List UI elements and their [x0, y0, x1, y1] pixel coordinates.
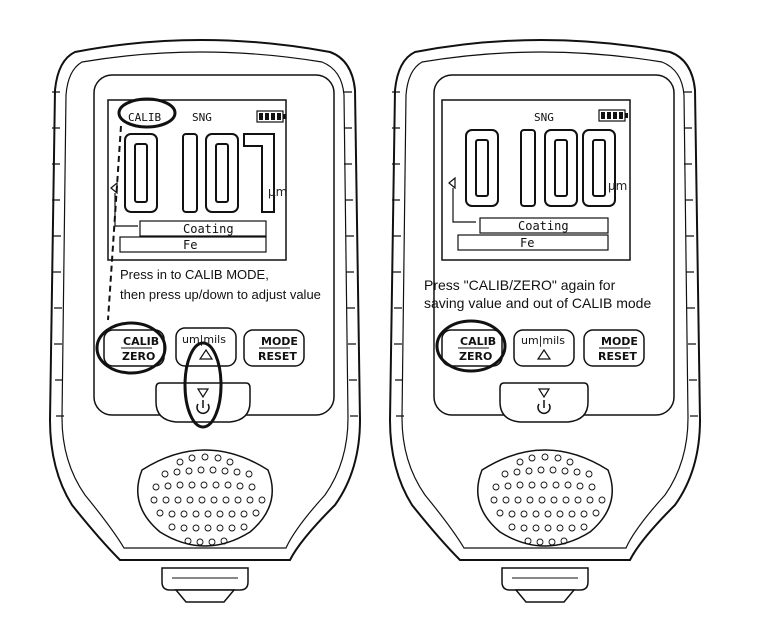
- units-up-button[interactable]: um|mils: [513, 329, 575, 367]
- down-triangle-icon: [537, 388, 551, 399]
- reading-unit: µm: [608, 179, 627, 193]
- highlight-calib-status: [117, 97, 177, 129]
- battery-icon: [598, 109, 628, 122]
- coating-label: Coating: [518, 219, 569, 233]
- calib-label: CALIB: [460, 335, 496, 348]
- instruction-line2: then press up/down to adjust value: [120, 287, 321, 302]
- power-icon: [537, 400, 551, 414]
- instruction-line1: Press "CALIB/ZERO" again for: [424, 277, 616, 293]
- substrate-label: Fe: [520, 236, 534, 250]
- coating-box: [139, 220, 267, 237]
- substrate-label: Fe: [183, 238, 197, 252]
- calib-label: CALIB: [123, 335, 159, 348]
- reading-display: [465, 129, 616, 207]
- units-up-button[interactable]: um|mils: [175, 327, 237, 367]
- up-triangle-icon: [198, 348, 214, 360]
- right-device: SNG 0100 µm Coating Fe Press "CALIB/ZERO…: [389, 39, 701, 603]
- status-channel: SNG: [192, 111, 212, 124]
- zero-label: ZERO: [122, 350, 155, 363]
- mode-reset-button[interactable]: MODE RESET: [583, 329, 645, 367]
- battery-icon: [256, 110, 286, 123]
- reset-label: RESET: [258, 350, 297, 363]
- status-mode: CALIB: [128, 111, 161, 124]
- down-power-button[interactable]: [155, 382, 251, 423]
- instruction-line1: Press in to CALIB MODE,: [120, 267, 269, 282]
- status-channel: SNG: [534, 111, 554, 124]
- highlight-calib-button: [435, 319, 507, 373]
- substrate-box: [457, 234, 609, 251]
- reading-unit: µm: [268, 185, 287, 199]
- down-power-button[interactable]: [499, 382, 589, 423]
- coating-box: [479, 217, 609, 234]
- calib-zero-button[interactable]: CALIB ZERO: [441, 329, 503, 367]
- highlight-up-down: [183, 341, 223, 429]
- mode-label: MODE: [261, 335, 298, 348]
- units-label: um|mils: [521, 334, 565, 347]
- left-device: CALIB SNG 0107 µm Coating Fe: [49, 39, 361, 603]
- mode-reset-button[interactable]: MODE RESET: [243, 329, 305, 367]
- calib-zero-button[interactable]: CALIB ZERO: [103, 329, 165, 367]
- indicator-arrow: [448, 176, 456, 190]
- reading-display: [124, 133, 275, 213]
- down-triangle-icon: [196, 388, 210, 399]
- mode-label: MODE: [601, 335, 638, 348]
- highlight-calib-button: [95, 321, 167, 375]
- reading-value: 0107: [126, 221, 129, 223]
- units-label: um|mils: [182, 333, 226, 346]
- power-icon: [196, 400, 210, 414]
- substrate-box: [119, 236, 267, 253]
- reset-label: RESET: [598, 350, 637, 363]
- instruction-line2: saving value and out of CALIB mode: [424, 295, 651, 311]
- zero-label: ZERO: [459, 350, 492, 363]
- coating-label: Coating: [183, 222, 234, 236]
- guide-line: [107, 125, 122, 321]
- up-triangle-icon: [536, 348, 552, 360]
